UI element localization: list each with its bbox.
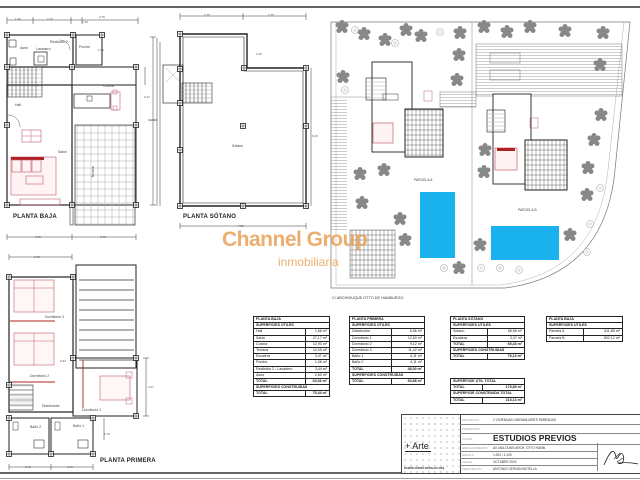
room-label-bano-2: Baño 2 <box>30 425 42 429</box>
dim-label: 7.80 <box>238 224 244 228</box>
row-value: AV. MALTA BIS ARCH. OTTO HAMB. <box>493 446 546 450</box>
title-row-plano: PLANO ESTUDIOS PREVIOS <box>460 433 640 445</box>
row-key: PLANO <box>462 437 473 441</box>
area-table-planta-primera: PLANTA PRIMERA SUPERFICIES ÚTILES Distri… <box>349 315 426 386</box>
built-total-value: 75,44 m² <box>304 390 331 398</box>
site-label-parcela-b: PARCELA B <box>518 208 537 212</box>
dim-label: 1.90 <box>15 17 21 21</box>
room-label-hall: Hall <box>15 103 22 107</box>
row-value: 2 VIVIENDAS UNIFAMILIARES PAREADAS <box>493 418 556 422</box>
sheet-top-border <box>0 6 640 8</box>
built-label: TOTAL <box>449 396 484 404</box>
title-row-fecha: FECHA OCTUBRE 2024 <box>460 458 597 466</box>
architect-name: RAMÓN GÓMEZ MORALES ARQ. <box>404 467 445 470</box>
room-label-aseo: Aseo <box>20 46 28 50</box>
planta-sotano-drawing <box>156 13 312 229</box>
sheet-bottom-border-inner <box>0 478 640 479</box>
pool-parcela-a <box>420 192 455 258</box>
dim-label: 0.93 <box>60 359 66 363</box>
planta-baja-drawing <box>4 17 156 240</box>
pool-parcela-b <box>491 226 559 260</box>
built-total-label: TOTAL <box>253 390 306 398</box>
title-row-promotor: PROMOTOR <box>460 424 640 434</box>
dim-label: 3.75 <box>99 15 105 19</box>
dim-label: 9.20 <box>312 134 318 138</box>
room-label-terraza: Terraza <box>90 166 95 178</box>
room-label-distribuidor: Distribuidor <box>42 404 60 408</box>
row-value: ANTONIO CERVÁN BOTELLA <box>493 467 537 471</box>
dim-label: 2.10 <box>47 17 53 21</box>
built-total-label: TOTAL <box>450 353 488 361</box>
dim-label: 3.40 <box>25 465 31 469</box>
room-label-sotano: Sótano <box>232 144 244 148</box>
title-row-arquitecto: ARQUITECTO ANTONIO CERVÁN BOTELLA <box>460 465 597 473</box>
dim-label: 10.90 <box>148 118 156 122</box>
site-label-parcela-a: PARCELA A <box>414 178 433 182</box>
built-total-value: 79,13 m² <box>486 353 526 361</box>
planta-primera-drawing <box>6 254 149 470</box>
site-plan-drawing <box>330 20 631 289</box>
architect-logo: + Arte <box>405 441 429 451</box>
dim-label: 3.75 <box>100 235 106 239</box>
room-label-salon: Salón <box>58 150 67 154</box>
row-key: FECHA <box>462 460 473 464</box>
watermark-brand: Channel Group <box>222 228 368 251</box>
room-label-dormitorio-3: Dormitorio 3 <box>45 315 65 319</box>
row-value: 502,12 m² <box>583 334 623 342</box>
drawing-title: ESTUDIOS PREVIOS <box>493 433 577 443</box>
signature-area <box>597 443 640 471</box>
room-label-porche: Porche <box>79 45 91 49</box>
dim-label: 3.75 <box>35 235 41 239</box>
row-key: PROMOTOR <box>462 427 480 431</box>
row-key: ARQUITECTO <box>462 467 482 471</box>
room-label-bano-1: Baño 1 <box>73 424 85 428</box>
dim-label: 3.47 <box>148 385 154 389</box>
dim-label: 3.75 <box>268 13 274 17</box>
dim-label: 1.92 <box>98 48 104 52</box>
built-value: 215,13 m² <box>482 396 525 404</box>
room-label-recibidor-2: Recibidor 2 <box>50 40 68 44</box>
room-label-lavadero: Lavadero <box>36 47 51 51</box>
title-row-proyecto: PROYECTO 2 VIVIENDAS UNIFAMILIARES PAREA… <box>460 415 640 425</box>
title-block-logo-area: + Arte RAMÓN GÓMEZ MORALES ARQ. <box>402 415 461 473</box>
title-block: + Arte RAMÓN GÓMEZ MORALES ARQ. PROYECTO… <box>401 414 640 474</box>
area-table-parcelas: PLANTA BAJA SUPERFICIES ÚTILES Parcela A… <box>545 315 623 342</box>
plan-title-planta-baja: PLANTA BAJA <box>13 214 57 220</box>
row-key: ESCALA <box>462 453 474 457</box>
signature-icon <box>603 451 639 466</box>
logo-underline <box>405 451 431 452</box>
site-street-name: C/ ARCHIDUQUE OTTO DE HAMBURGO <box>332 296 404 300</box>
dim-label: 3.75 <box>204 13 210 17</box>
built-total-value: 60,88 m² <box>390 377 426 386</box>
dim-label: 3.40 <box>67 465 73 469</box>
room-label-dormitorio-2: Dormitorio 2 <box>30 374 50 378</box>
watermark-sub: inmobiliaria <box>278 255 339 269</box>
row-label: Parcela B <box>545 334 585 342</box>
dim-label: 1.70 <box>104 432 110 436</box>
sheet-bottom-border <box>0 472 640 474</box>
row-value: 1:200 / 1:100 <box>493 453 512 457</box>
dim-label: 3.47 <box>144 95 150 99</box>
dim-label: 1.55 <box>256 52 262 56</box>
dim-label: 10.90 <box>150 118 158 122</box>
plan-title-planta-sotano: PLANTA SÓTANO <box>183 214 237 220</box>
row-value: OCTUBRE 2024 <box>493 460 517 464</box>
room-label-cocina: Cocina <box>103 84 114 88</box>
room-label-dormitorio-1: Dormitorio 1 <box>82 408 102 412</box>
plan-title-planta-primera: PLANTA PRIMERA <box>100 458 156 464</box>
title-row-escala: ESCALA 1:200 / 1:100 <box>460 451 597 459</box>
title-row-emplazamiento: EMPLAZAMIENTO AV. MALTA BIS ARCH. OTTO H… <box>460 444 597 452</box>
dim-label: 1.60 <box>82 20 88 24</box>
dim-label: 3.75 <box>34 255 40 259</box>
row-key: PROYECTO <box>462 418 479 422</box>
row-key: EMPLAZAMIENTO <box>462 446 488 450</box>
built-total-label: TOTAL <box>349 377 392 386</box>
